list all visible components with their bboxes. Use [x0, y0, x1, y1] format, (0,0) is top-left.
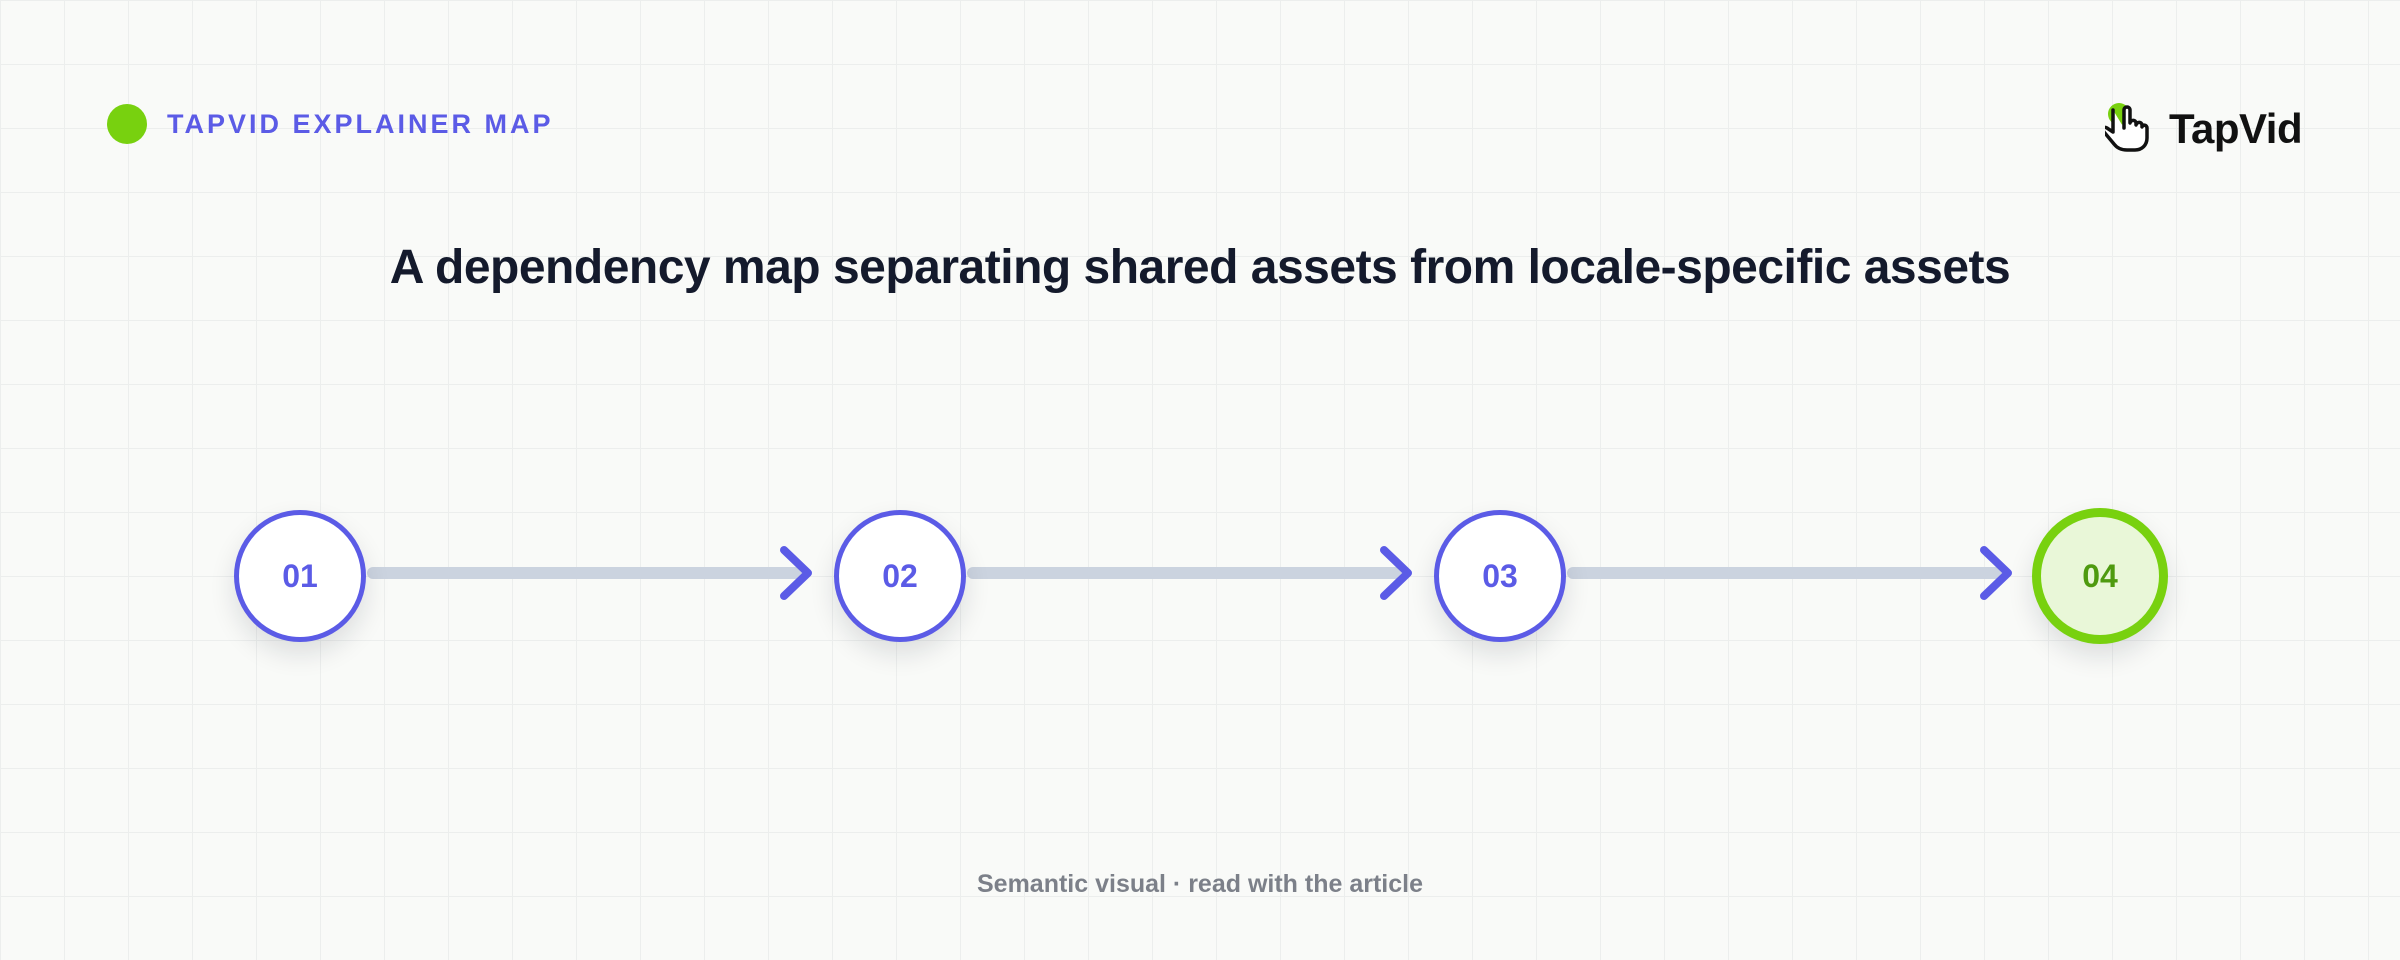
brand-label-text: TAPVID EXPLAINER MAP [167, 108, 554, 139]
step-label: 02 [882, 557, 918, 594]
page-title: A dependency map separating shared asset… [389, 241, 2011, 294]
step-node-02: 02 [834, 510, 966, 642]
footer-caption: Semantic visual · read with the article [977, 870, 1423, 898]
step-label: 01 [282, 557, 318, 594]
step-label: 03 [1482, 557, 1518, 594]
connector-2-3 [967, 546, 1412, 600]
tapvid-logo[interactable]: TapVid [2105, 100, 2303, 158]
step-node-04: 04 [2032, 508, 2168, 644]
step-label: 04 [2082, 557, 2118, 594]
step-node-01: 01 [234, 510, 366, 642]
pointer-hand-icon [2105, 103, 2149, 152]
step-node-03: 03 [1434, 510, 1566, 642]
connector-3-4 [1567, 546, 2012, 600]
accent-dot [107, 104, 147, 144]
brand-label: TAPVID EXPLAINER MAP [107, 104, 554, 144]
connector-1-2 [367, 546, 812, 600]
logo-text: TapVid [2169, 105, 2303, 152]
